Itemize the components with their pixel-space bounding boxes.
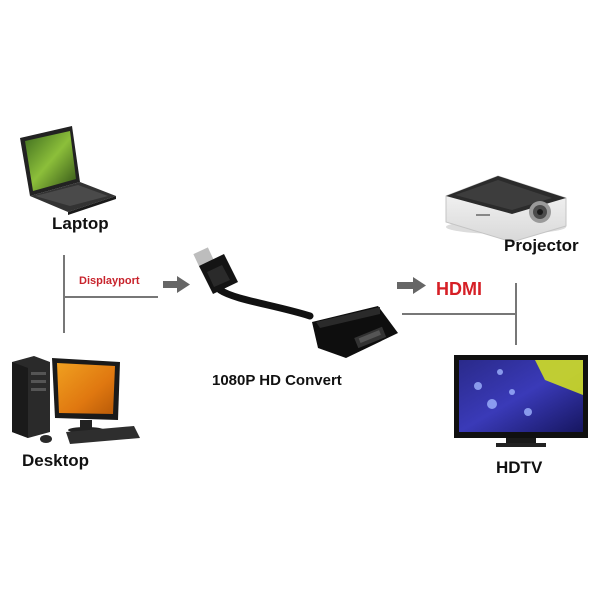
adapter-cable-icon: [193, 247, 398, 358]
projector-icon: [445, 175, 567, 243]
adapter-label: 1080P HD Convert: [212, 372, 342, 389]
hdtv-label: HDTV: [496, 458, 543, 477]
laptop-icon: [20, 126, 116, 215]
displayport-label: Displayport: [79, 275, 140, 287]
projector-label: Projector: [504, 236, 579, 255]
arrow-right-icon: [163, 276, 190, 293]
hdmi-label: HDMI: [436, 279, 482, 299]
connector-lines: [63, 255, 517, 345]
laptop-label: Laptop: [52, 214, 109, 233]
desktop-computer-icon: [12, 356, 140, 444]
desktop-label: Desktop: [22, 451, 90, 470]
hdtv-icon: [454, 355, 588, 447]
arrow-right-icon: [397, 277, 426, 294]
